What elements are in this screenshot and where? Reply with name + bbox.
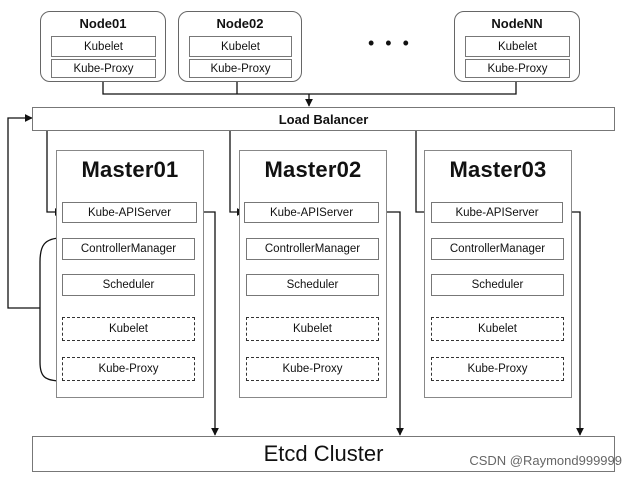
etcd-cluster: Etcd Cluster [32, 436, 615, 472]
master02-title: Master02 [264, 157, 362, 182]
master01-controller-manager: ControllerManager [62, 238, 195, 260]
nodenn-to-lb-line [309, 82, 517, 95]
master02-controller-manager: ControllerManager [246, 238, 379, 260]
master03-title: Master03 [449, 157, 547, 182]
node02-title: Node02 [216, 16, 264, 31]
master02-kube-apiserver: Kube-APIServer [244, 202, 379, 223]
master01-kubelet: Kubelet [62, 317, 195, 341]
master03-kubelet: Kubelet [431, 317, 564, 341]
node01-to-lb-line [102, 82, 309, 95]
bracket-to-lb-arrow [7, 114, 40, 309]
master02-kube-proxy: Kube-Proxy [246, 357, 379, 381]
load-balancer: Load Balancer [32, 107, 615, 131]
nodenn-kube-proxy: Kube-Proxy [465, 59, 570, 78]
node01-kube-proxy: Kube-Proxy [51, 59, 156, 78]
master03-kube-apiserver: Kube-APIServer [431, 202, 563, 223]
master02-kubelet: Kubelet [246, 317, 379, 341]
master03-scheduler: Scheduler [431, 274, 564, 296]
ellipsis: • • • [368, 33, 412, 53]
master01-scheduler: Scheduler [62, 274, 195, 296]
node01-title: Node01 [79, 16, 127, 31]
master01-kube-apiserver: Kube-APIServer [62, 202, 197, 223]
node02-kubelet: Kubelet [189, 36, 292, 57]
master03-kube-proxy: Kube-Proxy [431, 357, 564, 381]
master02-scheduler: Scheduler [246, 274, 379, 296]
watermark: CSDN @Raymond999999 [469, 453, 622, 468]
nodenn-box: NodeNN Kubelet Kube-Proxy [454, 11, 580, 82]
node01-kubelet: Kubelet [51, 36, 156, 57]
nodenn-kubelet: Kubelet [465, 36, 570, 57]
node02-kube-proxy: Kube-Proxy [189, 59, 292, 78]
master03-controller-manager: ControllerManager [431, 238, 564, 260]
master01-title: Master01 [81, 157, 179, 182]
master01-bracket [39, 237, 63, 382]
nodenn-title: NodeNN [491, 16, 543, 31]
master01-kube-proxy: Kube-Proxy [62, 357, 195, 381]
node02-box: Node02 Kubelet Kube-Proxy [178, 11, 302, 82]
node01-box: Node01 Kubelet Kube-Proxy [40, 11, 166, 82]
